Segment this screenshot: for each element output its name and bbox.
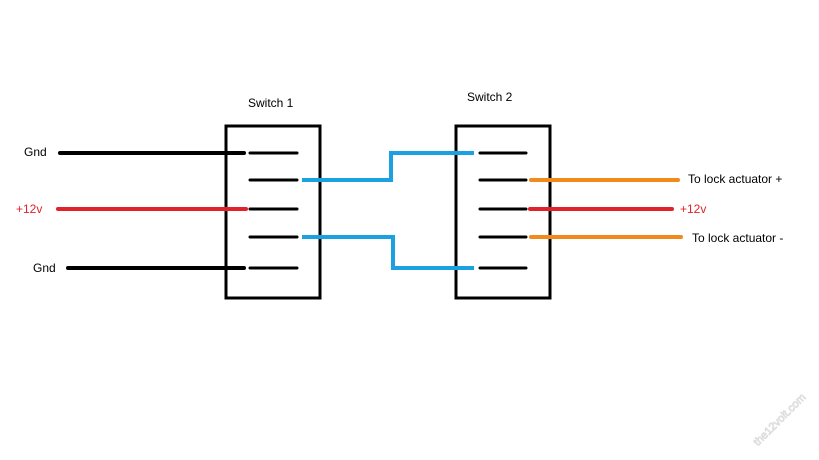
switch-1-terminals (248, 151, 299, 270)
gnd-label-top: Gnd (24, 145, 47, 159)
actuator-minus-label: To lock actuator - (692, 231, 784, 245)
switch-1-label: Switch 1 (248, 96, 294, 110)
actuator-plus-label: To lock actuator + (688, 172, 783, 186)
switch-2-label: Switch 2 (467, 90, 513, 104)
svg-text:the12volt.com: the12volt.com (752, 392, 809, 449)
gnd-label-bottom: Gnd (33, 261, 56, 275)
jumper-wire-upper (302, 151, 474, 182)
watermark-logo: the12volt.com (751, 391, 809, 449)
switch-2-terminals (478, 151, 528, 270)
switch-2-body (454, 124, 552, 300)
jumper-wire-lower (302, 235, 474, 270)
plus12v-label-right: +12v (680, 202, 707, 216)
plus12v-label-left: +12v (16, 202, 43, 216)
switch-1-body (224, 124, 322, 300)
